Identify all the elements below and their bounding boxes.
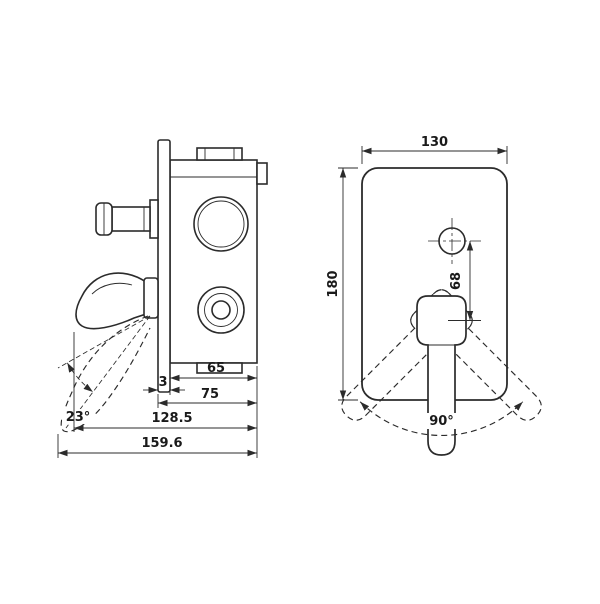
handle-front: [416, 295, 467, 456]
front-view: 90° 68 130 180: [326, 135, 555, 456]
dim-plate-thickness: 3: [143, 375, 185, 394]
dim-label-height-180: 180: [326, 270, 341, 297]
dim-label-width-130: 130: [421, 135, 448, 150]
handle-base: [143, 277, 159, 319]
angle-label-90: 90°: [429, 414, 454, 429]
upper-port-circle: [193, 196, 249, 252]
top-right-block: [256, 162, 268, 185]
handle-swing-arc: 90°: [359, 401, 524, 436]
bottom-tab: [196, 362, 243, 374]
dim-label-depth-75: 75: [201, 387, 219, 402]
lever-handle: [75, 272, 159, 330]
lever-handle-rotated: [60, 315, 151, 433]
dim-depth-to-handle: 128.5: [74, 411, 257, 432]
side-view: 23° 65 3: [57, 139, 268, 458]
top-tab: [196, 147, 243, 161]
dim-plate-height: 180: [326, 167, 358, 401]
dim-depth-to-plate: 75: [158, 387, 257, 407]
dim-body-depth: 65: [170, 361, 257, 382]
dim-button-to-handle: 68: [448, 241, 481, 321]
dim-total-depth: 159.6: [58, 436, 257, 457]
angle-label-23: 23°: [66, 410, 91, 425]
dim-plate-width: 130: [361, 135, 508, 164]
dim-label-total-depth: 159.6: [141, 436, 182, 451]
dim-label-offset-68: 68: [449, 272, 464, 290]
dim-label-depth-128-5: 128.5: [151, 411, 192, 426]
dim-label-body-depth: 65: [207, 361, 225, 376]
inlet-pipe: [95, 199, 159, 239]
control-knob: [197, 286, 245, 334]
dim-label-plate-thickness: 3: [158, 375, 167, 390]
handle-swing-wedge: 23°: [57, 315, 151, 429]
wall-plate: [157, 139, 171, 393]
mixer-body: [169, 147, 268, 374]
